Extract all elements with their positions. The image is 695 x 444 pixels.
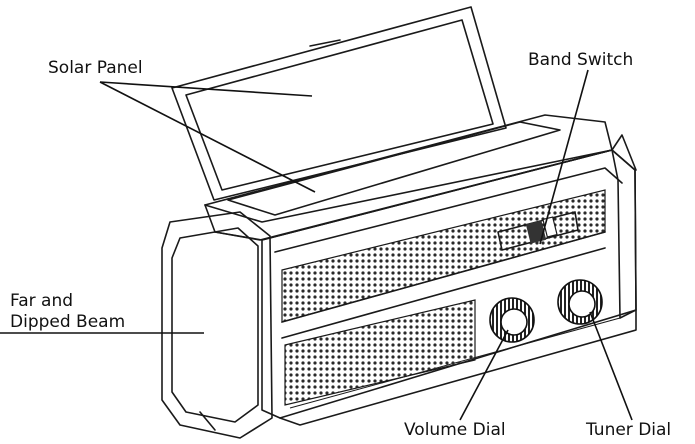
leader-lines	[0, 69, 633, 421]
leader-solar-bottom	[99, 81, 316, 193]
leader-tuner	[589, 311, 633, 421]
label-tuner-dial: Tuner Dial	[586, 420, 672, 440]
lamp-end-cap	[161, 211, 273, 439]
label-beam-line1: Far and	[10, 291, 74, 311]
tuner-dial	[557, 279, 603, 325]
label-band-switch: Band Switch	[528, 50, 634, 70]
label-solar-panel: Solar Panel	[48, 58, 143, 78]
radio-body	[261, 134, 637, 426]
volume-dial	[489, 297, 535, 343]
leader-band-switch	[539, 69, 589, 245]
leader-solar-top	[99, 81, 313, 97]
label-volume-dial: Volume Dial	[404, 420, 506, 440]
leader-volume	[459, 329, 509, 421]
solar-panel	[171, 6, 507, 201]
label-beam-line2: Dipped Beam	[10, 312, 126, 332]
